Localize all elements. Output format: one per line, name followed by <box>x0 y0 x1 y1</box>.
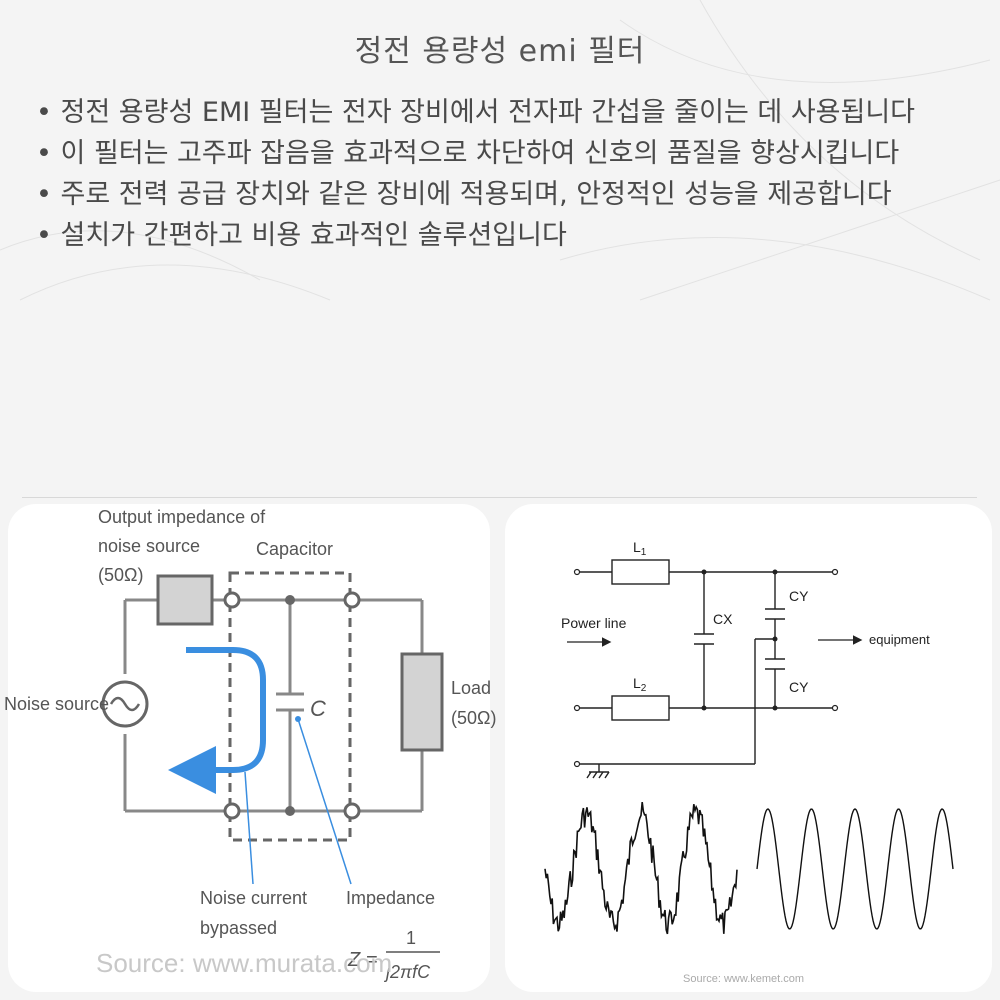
bullet-list: 정전 용량성 EMI 필터는 전자 장비에서 전자파 간섭을 줄이는 데 사용됩… <box>36 92 976 256</box>
inductor-l1 <box>611 559 670 585</box>
output-impedance-label-3: (50Ω) <box>98 565 143 585</box>
noise-source-label: Noise source <box>4 694 109 714</box>
noise-current-pointer <box>244 771 254 885</box>
capacitor-dashed-box <box>228 571 352 842</box>
capacitor-label: Capacitor <box>256 539 333 559</box>
l1-label: L1 <box>633 539 647 558</box>
bypass-current-arrow <box>168 647 266 794</box>
cy-bottom-label: CY <box>789 679 809 695</box>
formula-numerator: 1 <box>406 928 416 948</box>
schematic-junctions <box>701 569 778 711</box>
schematic-terminals <box>573 568 839 768</box>
junction-dot <box>285 595 295 605</box>
load-label-1: Load <box>451 678 491 698</box>
l2-label: L2 <box>633 675 647 694</box>
terminals <box>223 591 361 820</box>
bullet-item: 설치가 간편하고 비용 효과적인 솔루션입니다 <box>36 215 976 256</box>
load-block <box>400 652 444 752</box>
noisy-waveform <box>544 801 738 935</box>
load-label-2: (50Ω) <box>451 708 496 728</box>
power-line-label: Power line <box>561 615 627 631</box>
formula-lhs: Z = <box>347 949 377 971</box>
emi-filter-diagram-card: L1 L2 CX CY CY Power line equipment Sour… <box>505 504 992 992</box>
impedance-label: Impedance <box>346 888 435 908</box>
inductor-l2 <box>611 695 670 721</box>
cx-label: CX <box>713 611 733 627</box>
output-impedance-label-2: noise source <box>98 536 200 556</box>
sine-wave-icon <box>109 696 141 712</box>
impedance-pointer <box>297 718 352 885</box>
noise-current-label-1: Noise current <box>200 888 307 908</box>
section-divider <box>22 497 977 498</box>
schematic-wires <box>579 571 833 779</box>
circuit-wires <box>123 598 424 813</box>
noise-current-label-2: bypassed <box>200 918 277 938</box>
formula-denominator: j2πfC <box>383 962 431 982</box>
output-impedance-block <box>156 574 214 626</box>
emi-filter-schematic: L1 L2 CX CY CY Power line equipment Sour… <box>544 539 954 985</box>
source-credit-kemet: Source: www.kemet.com <box>683 973 804 985</box>
cy-top-label: CY <box>789 588 809 604</box>
capacitor-bypass-diagram-card: Output impedance of noise source (50Ω) C… <box>4 504 496 992</box>
impedance-pointer-dot <box>295 716 301 722</box>
clean-waveform <box>756 808 954 930</box>
equipment-label: equipment <box>869 632 930 647</box>
bullet-item: 이 필터는 고주파 잡음을 효과적으로 차단하여 신호의 품질을 향상시킵니다 <box>36 133 976 174</box>
bullet-item: 주로 전력 공급 장치와 같은 장비에 적용되며, 안정적인 성능을 제공합니다 <box>36 174 976 215</box>
source-credit: Source: www.murata.com <box>96 948 392 978</box>
output-impedance-label-1: Output impedance of <box>98 507 266 527</box>
page-title: 정전 용량성 emi 필터 <box>354 34 646 69</box>
junction-dot <box>285 806 295 816</box>
bullet-item: 정전 용량성 EMI 필터는 전자 장비에서 전자파 간섭을 줄이는 데 사용됩… <box>36 92 976 133</box>
capacitor-bypass-diagram: Output impedance of noise source (50Ω) C… <box>4 507 496 982</box>
capacitor-symbol-label: C <box>310 696 326 721</box>
